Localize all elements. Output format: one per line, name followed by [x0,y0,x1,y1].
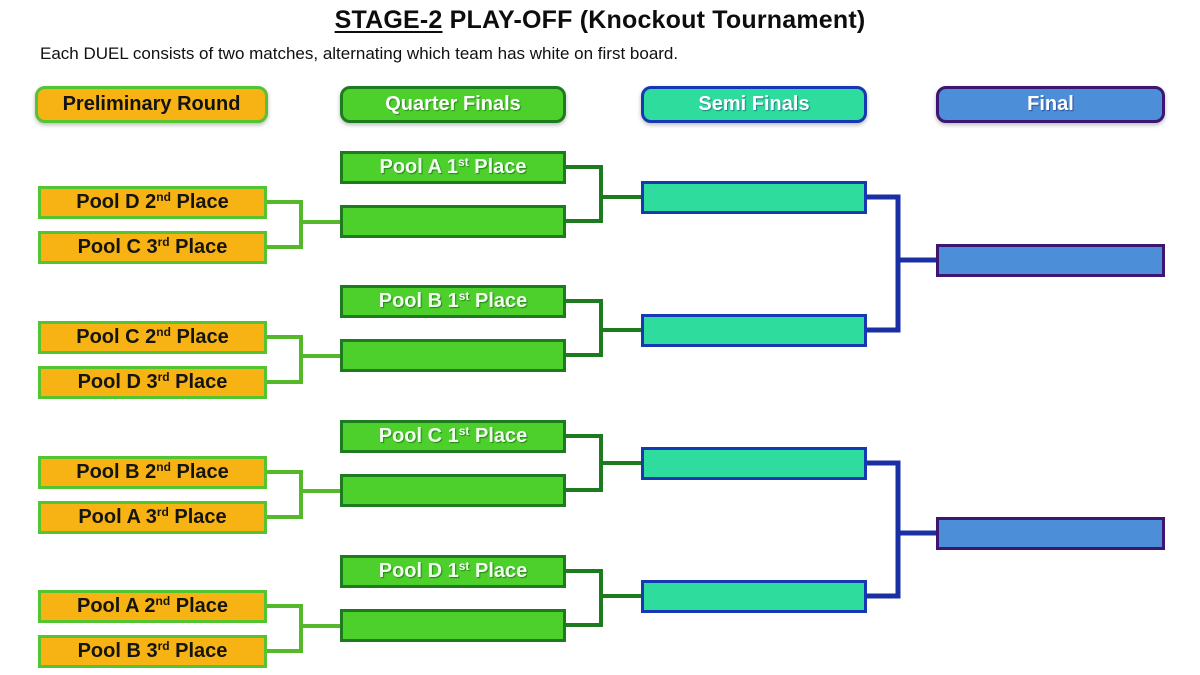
sf-slot-2 [641,314,867,347]
title-rest: PLAY-OFF (Knockout Tournament) [442,6,866,34]
connector-qf-pair1 [563,165,603,223]
connector-prelim-pair3 [264,470,303,519]
page-title: STAGE-2 PLAY-OFF (Knockout Tournament) [0,6,1200,35]
qf-slot-1 [340,205,566,238]
qf-slot-4 [340,609,566,642]
connector-sf-pair1 [864,194,901,333]
connector-sf-pair2 [864,460,901,599]
final-slot-2 [936,517,1165,550]
sf-slot-4 [641,580,867,613]
connector-qf-pair3 [563,434,603,492]
sf-slot-1 [641,181,867,214]
page-subtitle: Each DUEL consists of two matches, alter… [40,44,679,63]
connector-prelim-pair1 [264,200,303,249]
header-final: Final [936,86,1165,123]
connector-prelim-pair4 [264,604,303,653]
qf-slot-2 [340,339,566,372]
header-quarter-finals: Quarter Finals [340,86,566,123]
sf-slot-3 [641,447,867,480]
final-slot-1 [936,244,1165,277]
qf-slot-3 [340,474,566,507]
header-semi-finals: Semi Finals [641,86,867,123]
header-preliminary-round: Preliminary Round [35,86,268,123]
connector-qf-pair4 [563,569,603,627]
connector-prelim-pair2 [264,335,303,384]
connector-qf-pair2 [563,299,603,357]
title-stage-underlined: STAGE-2 [334,6,443,34]
